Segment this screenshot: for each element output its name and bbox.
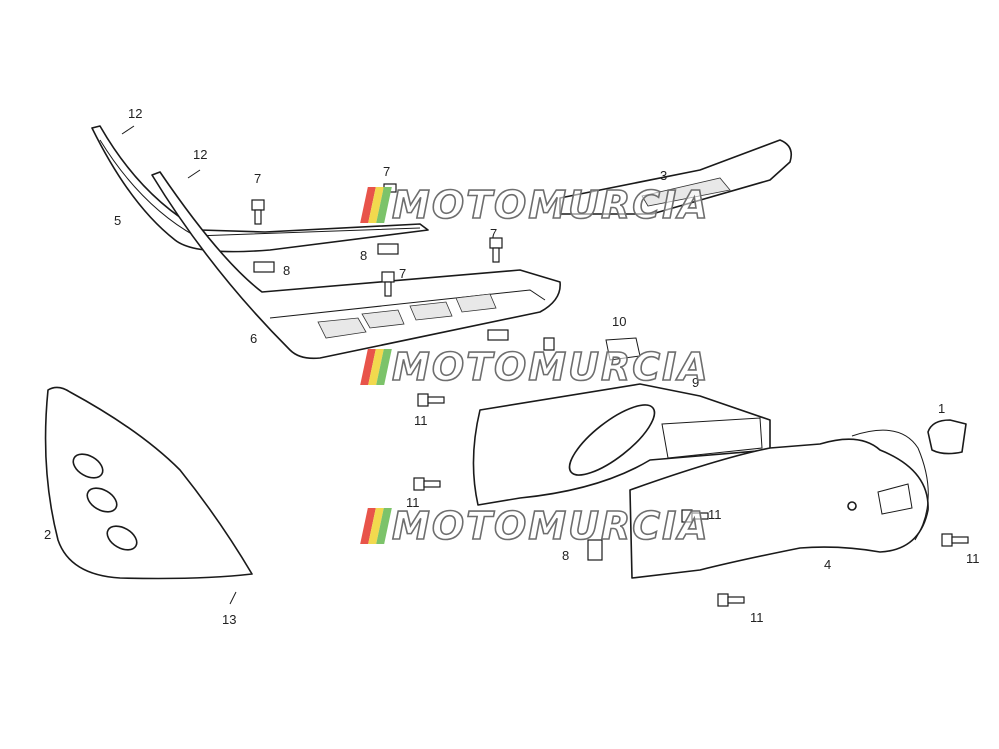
part-6-grip-3 — [409, 301, 453, 321]
screws-part-12-13 — [121, 125, 237, 605]
watermark-stripes — [360, 187, 392, 223]
callout-10: 10 — [612, 314, 627, 329]
part-1-rear-cap — [927, 419, 967, 455]
callout-8-c: 8 — [562, 548, 570, 563]
part-5-side-rail — [91, 125, 429, 253]
callout-7-c: 7 — [490, 226, 498, 241]
part-9-cutout — [568, 404, 656, 476]
clips-part-8 — [253, 243, 603, 561]
part-6-grip-4 — [455, 293, 497, 313]
part-2-vent-1 — [72, 453, 104, 479]
callout-1: 1 — [938, 401, 946, 416]
watermark-logo-top: MOTOMURCIA — [360, 184, 709, 226]
callout-7-d: 7 — [399, 266, 407, 281]
watermark-logo-bottom: MOTOMURCIA — [360, 505, 709, 547]
callout-7-b: 7 — [383, 164, 391, 179]
part-6-grip-1 — [317, 317, 367, 339]
callout-13: 13 — [222, 612, 237, 627]
callout-12-b: 12 — [193, 147, 208, 162]
callout-5: 5 — [114, 213, 122, 228]
callout-2: 2 — [44, 527, 52, 542]
part-9-bracket — [661, 417, 763, 459]
part-6-footboard-inner — [269, 289, 546, 319]
part-2-side-cover — [44, 386, 253, 580]
watermark-stripes — [360, 508, 392, 544]
part-4-bolt-hole — [847, 501, 857, 511]
part-2-vent-3 — [106, 525, 138, 551]
part-3-floor-mat — [559, 139, 793, 215]
watermark-text: MOTOMURCIA — [391, 183, 710, 227]
callout-8-a: 8 — [283, 263, 291, 278]
callout-9: 9 — [692, 375, 700, 390]
watermark-stripes — [360, 349, 392, 385]
callout-3: 3 — [660, 168, 668, 183]
callout-11-b: 11 — [406, 495, 420, 510]
part-4-light-slot — [877, 483, 913, 515]
part-4-fairing-spoiler — [851, 429, 929, 541]
part-2-vent-2 — [86, 487, 118, 513]
callout-11-d: 11 — [750, 610, 764, 625]
part-4-rear-fairing — [629, 438, 929, 579]
callout-7-a: 7 — [254, 171, 262, 186]
part-3-mat-grip — [641, 177, 731, 207]
callout-6: 6 — [250, 331, 258, 346]
watermark-text: MOTOMURCIA — [391, 345, 710, 389]
callout-11-c: 11 — [708, 507, 722, 522]
callout-12-a: 12 — [128, 106, 143, 121]
part-6-footboard — [151, 171, 561, 360]
callout-4: 4 — [824, 557, 832, 572]
screws-part-11 — [413, 337, 969, 607]
callout-8-b: 8 — [360, 248, 368, 263]
part-6-grip-2 — [361, 309, 405, 329]
watermark-logo-middle: MOTOMURCIA — [360, 346, 709, 388]
part-10-clip — [605, 337, 641, 361]
callout-11-a: 11 — [414, 413, 428, 428]
callout-11-e: 11 — [966, 551, 980, 566]
watermark-text: MOTOMURCIA — [391, 504, 710, 548]
